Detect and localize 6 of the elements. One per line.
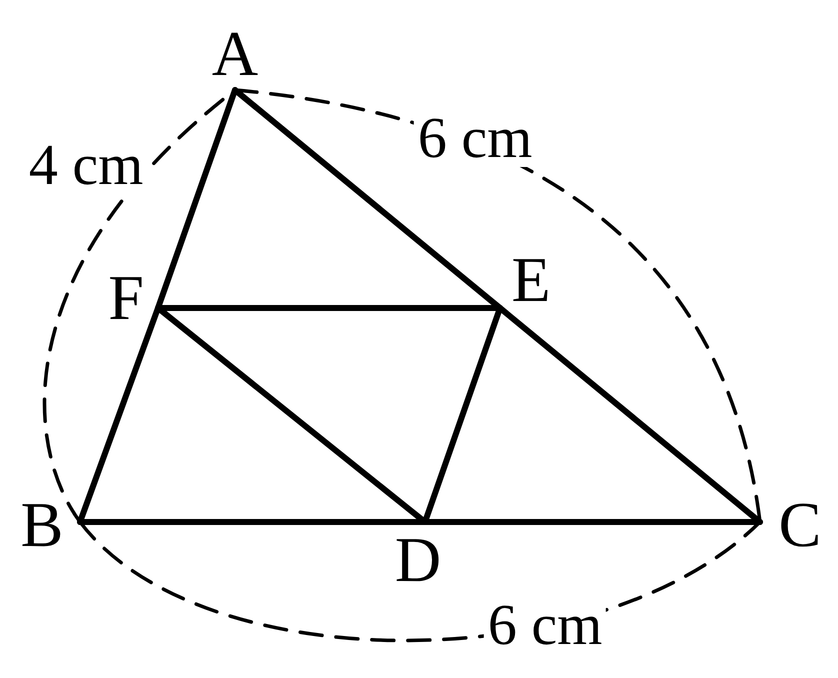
point-label: B	[20, 493, 64, 557]
point-label: A	[212, 22, 258, 86]
point-label: E	[511, 248, 551, 312]
point-label: D	[394, 528, 442, 592]
point-label: C	[778, 493, 822, 557]
point-label: F	[108, 266, 144, 330]
